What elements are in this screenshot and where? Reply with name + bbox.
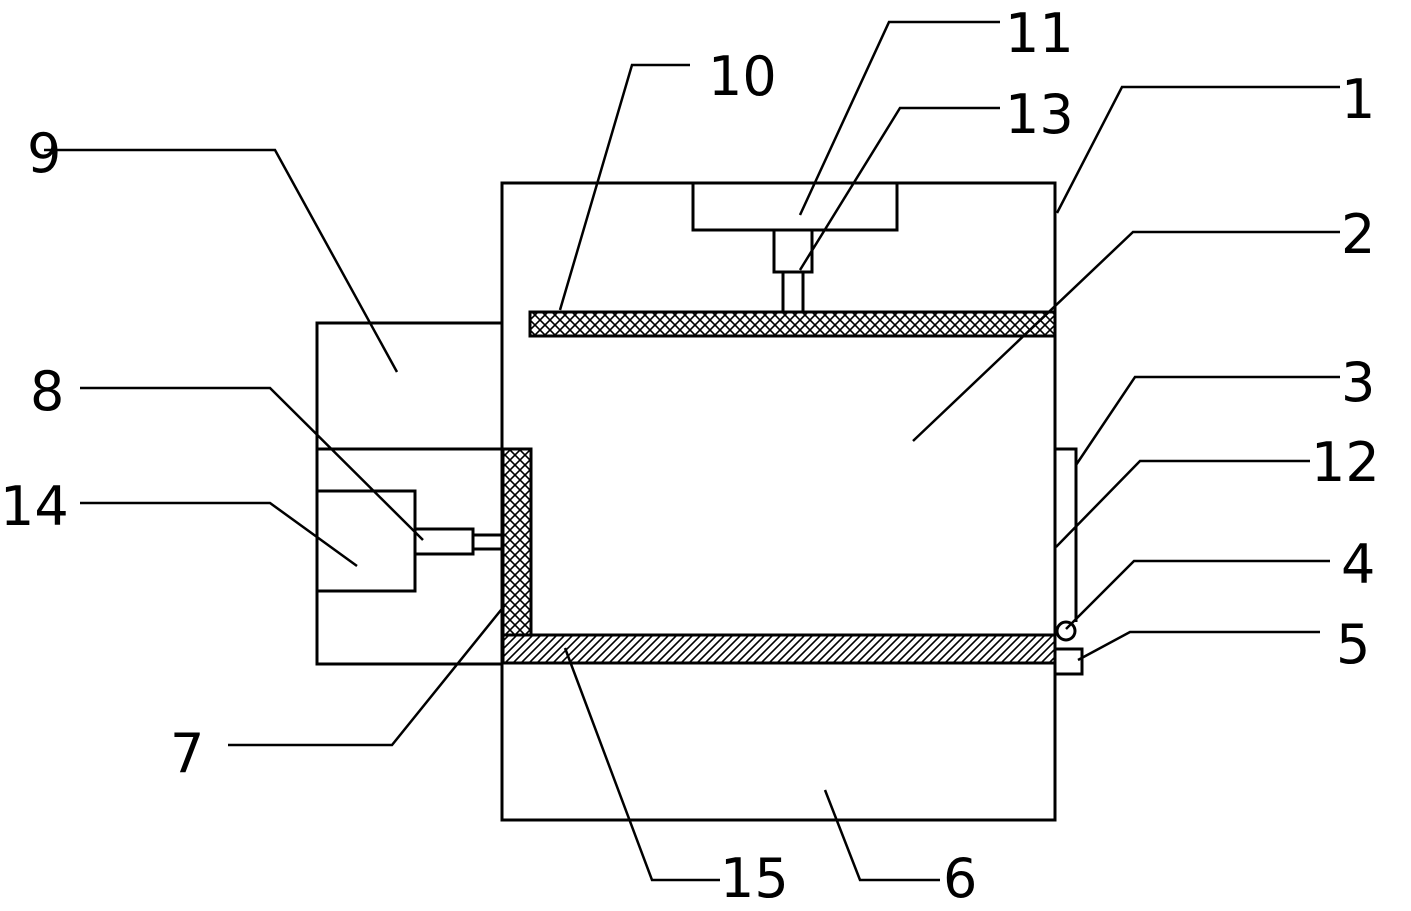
top-block — [691, 183, 899, 232]
leader-8 — [80, 386, 424, 541]
top-stem-lower — [781, 270, 805, 314]
housing-outline — [500, 181, 1057, 822]
leader-4 — [1065, 559, 1330, 630]
label-15: 15 — [720, 847, 789, 910]
label-1: 1 — [1341, 68, 1375, 131]
leader-13 — [798, 106, 1000, 271]
leader-12 — [1055, 459, 1310, 548]
leader-15 — [563, 647, 720, 882]
label-9: 9 — [27, 122, 61, 185]
motor-shaft — [413, 527, 475, 556]
vertical-hatched-wall — [501, 447, 533, 637]
leader-7 — [228, 604, 506, 747]
label-13: 13 — [1005, 83, 1074, 146]
label-6: 6 — [943, 847, 977, 910]
latch-block — [1053, 647, 1084, 676]
motor-box — [317, 489, 417, 593]
label-12: 12 — [1311, 431, 1380, 494]
label-2: 2 — [1341, 203, 1375, 266]
label-11: 11 — [1005, 2, 1074, 65]
leader-6 — [823, 789, 940, 882]
side-panel — [1055, 447, 1078, 622]
label-3: 3 — [1341, 351, 1375, 414]
motor-shaft-tip — [471, 533, 505, 551]
label-7: 7 — [170, 722, 204, 785]
label-4: 4 — [1341, 533, 1375, 596]
leader-3 — [1074, 375, 1340, 466]
leader-10 — [558, 63, 690, 311]
leader-5 — [1077, 630, 1320, 662]
leader-14 — [80, 501, 358, 568]
hinge-circle — [1055, 620, 1077, 642]
left-chamber-outline — [315, 321, 502, 666]
top-stem-upper — [772, 228, 814, 274]
leader-2 — [912, 230, 1340, 442]
label-14: 14 — [0, 475, 69, 538]
upper-hatched-plate — [528, 310, 1057, 338]
leader-9 — [44, 148, 399, 373]
label-8: 8 — [30, 360, 64, 423]
label-10: 10 — [708, 45, 777, 108]
leader-11 — [798, 20, 1000, 216]
label-5: 5 — [1336, 613, 1370, 676]
leader-1 — [1055, 85, 1340, 214]
bottom-hatched-plate — [501, 633, 1057, 665]
